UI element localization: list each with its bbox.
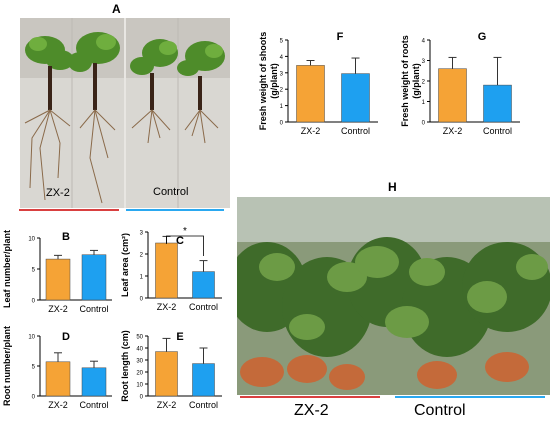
chart-d-bar-zx2 [45, 361, 71, 397]
chart-e-ytick-label: 50 [136, 335, 143, 341]
photo-h-label-control: Control [414, 402, 466, 419]
chart-d-ytick-label: 0 [32, 395, 36, 401]
chart-c-bar-control [192, 271, 215, 299]
chart-g-bar-control [483, 84, 512, 123]
chart-f-panel-label: F [337, 31, 344, 43]
seedling-photo [20, 18, 230, 208]
chart-g-ytick-label: 3 [422, 59, 426, 65]
chart-c-ylabel: Leaf area (cm²) [120, 233, 130, 297]
chart-c-bar-zx2 [155, 242, 178, 299]
chart-g-xtick-label: ZX-2 [443, 126, 463, 136]
chart-d-ylabel: Root number/plant [2, 326, 12, 406]
chart-g-ytick-label: 1 [422, 100, 426, 106]
chart-c-ytick-label: 2 [140, 253, 144, 259]
chart-e-xtick-label: Control [189, 400, 218, 410]
h-zx2-underline [240, 396, 380, 398]
chart-c-xtick-label: Control [189, 302, 218, 312]
chart-d-ytick-label: 10 [28, 335, 35, 341]
chart-c-significance-label: * [183, 226, 187, 237]
chart-f-ytick-label: 5 [280, 39, 284, 45]
chart-e-ytick-label: 0 [140, 395, 144, 401]
chart-f-bar-control [341, 73, 370, 123]
chart-b-ytick-label: 0 [32, 299, 36, 305]
chart-c-ytick-label: 0 [140, 297, 144, 303]
chart-d-xtick-label: ZX-2 [48, 400, 68, 410]
greenhouse-photo-graphic [237, 197, 550, 395]
h-control-underline [395, 396, 545, 398]
chart-g-xtick-label: Control [483, 126, 512, 136]
chart-b-ylabel: Leaf number/plant [2, 230, 12, 308]
chart-c-panel-label: C [176, 235, 184, 247]
chart-e-svg: E 0 10 20 30 40 50 Root length (cm) ZX-2 Control [120, 330, 222, 410]
chart-panel-c: C 0 1 2 3 Leaf area (cm²) ZX-2 Control * [118, 218, 230, 326]
chart-f-ytick-label: 2 [280, 88, 284, 94]
greenhouse-photo [237, 197, 550, 395]
chart-f-ytick-label: 0 [280, 121, 284, 127]
chart-b-ytick-label: 5 [32, 268, 36, 274]
chart-e-bar-control [192, 363, 215, 397]
chart-g-bar-zx2 [438, 68, 467, 123]
chart-f-ytick-label: 3 [280, 71, 284, 77]
seedling-photo-graphic [20, 18, 230, 208]
chart-g-ytick-label: 4 [422, 39, 426, 45]
panel-label-a: A [112, 2, 121, 16]
chart-f-ytick-label: 4 [280, 55, 284, 61]
chart-d-bar-control [81, 367, 107, 397]
chart-b-xtick-label: ZX-2 [48, 304, 68, 314]
chart-e-ytick-label: 10 [136, 383, 143, 389]
photo-a-label-control: Control [153, 186, 189, 198]
chart-b-bar-control [81, 254, 107, 301]
chart-c-svg: C 0 1 2 3 Leaf area (cm²) ZX-2 Control * [120, 226, 222, 312]
chart-e-panel-label: E [176, 331, 183, 343]
chart-b-xtick-label: Control [79, 304, 108, 314]
chart-d-ytick-label: 5 [32, 365, 36, 371]
chart-c-significance-bracket [166, 235, 204, 256]
chart-c-ytick-label: 3 [140, 231, 144, 237]
chart-f-bar-zx2 [296, 65, 325, 123]
chart-c-ytick-label: 1 [140, 275, 144, 281]
chart-f-xtick-label: Control [341, 126, 370, 136]
chart-g-panel-label: G [478, 31, 487, 43]
control-underline [126, 209, 224, 211]
photo-a-label-zx2: ZX-2 [46, 187, 70, 199]
chart-e-ytick-label: 20 [136, 371, 143, 377]
chart-g-ytick-label: 0 [422, 121, 426, 127]
chart-b-panel-label: B [62, 231, 70, 243]
chart-e-ylabel: Root length (cm) [120, 330, 130, 402]
chart-g-ylabel: Fresh weight of roots(g/plant) [400, 35, 421, 127]
chart-f-ytick-label: 1 [280, 104, 284, 110]
chart-e-xtick-label: ZX-2 [157, 400, 177, 410]
chart-panel-e: E 0 10 20 30 40 50 Root length (cm) ZX-2 Control [118, 326, 230, 429]
chart-b-bar-zx2 [45, 258, 71, 301]
chart-f-xtick-label: ZX-2 [301, 126, 321, 136]
chart-d-panel-label: D [62, 331, 70, 343]
chart-e-ytick-label: 40 [136, 347, 143, 353]
zx2-underline [19, 209, 119, 211]
chart-c-xtick-label: ZX-2 [157, 302, 177, 312]
chart-g-ytick-label: 2 [422, 80, 426, 86]
photo-h-label-zx2: ZX-2 [294, 402, 329, 419]
panel-label-h: H [388, 180, 397, 194]
chart-d-xtick-label: Control [79, 400, 108, 410]
chart-b-ytick-label: 10 [28, 237, 35, 243]
chart-f-ylabel: Fresh weight of shoots(g/plant) [258, 32, 279, 131]
chart-e-ytick-label: 30 [136, 359, 143, 365]
chart-e-bar-zx2 [155, 351, 178, 397]
